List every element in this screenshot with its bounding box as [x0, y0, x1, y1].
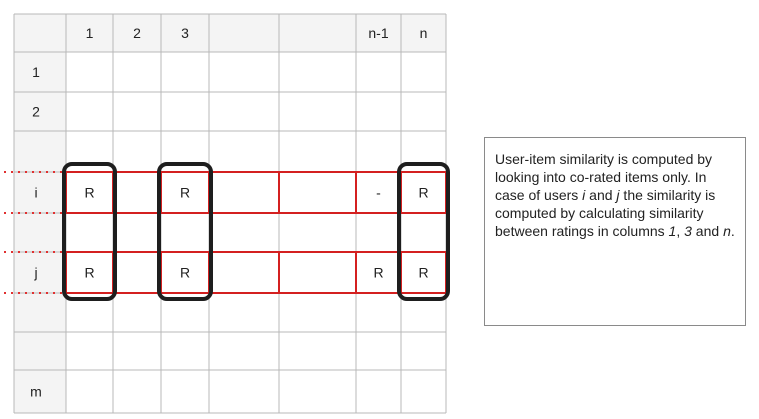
highlighted-row [65, 251, 447, 294]
highlighted-row [65, 171, 447, 214]
rating-cell-value: - [376, 185, 381, 201]
column-header-label: 1 [86, 25, 94, 41]
column-header-band [14, 14, 446, 52]
column-header-label: 3 [181, 25, 189, 41]
note-col-3: 3 [684, 223, 692, 239]
co-rated-column-outline [397, 162, 450, 301]
note-user-j: j [616, 187, 620, 203]
rating-cell-value: R [84, 265, 94, 281]
note-col-1: 1 [668, 223, 677, 239]
row-header-label: m [30, 384, 42, 400]
column-header-label: n [420, 25, 428, 41]
note-text-4: , [676, 223, 685, 239]
column-header-label: 2 [133, 25, 141, 41]
column-header-label: n-1 [368, 25, 388, 41]
rating-cell-value: R [180, 265, 190, 281]
note-text-6: . [730, 223, 735, 239]
note-text-3: the similarity is computed by calculatin… [495, 187, 716, 239]
note-user-i: i [582, 187, 586, 203]
row-header-label: 1 [32, 64, 40, 80]
rating-cell-value: R [180, 185, 190, 201]
note-text-1: User-item similarity is computed by look… [495, 151, 713, 203]
rating-cell-value: R [418, 185, 428, 201]
row-header-label: j [33, 265, 37, 281]
note-col-n: n [723, 223, 731, 239]
row-header-label: 2 [32, 104, 40, 120]
rating-cell-value: R [418, 265, 428, 281]
explanation-note: User-item similarity is computed by look… [484, 137, 746, 326]
rating-cell-value: R [84, 185, 94, 201]
co-rated-column-outline [62, 162, 117, 301]
co-rated-column-outline [157, 162, 213, 301]
note-text-5: and [691, 223, 724, 239]
rating-cell-value: R [373, 265, 383, 281]
row-header-label: i [34, 185, 37, 201]
note-text-2: and [585, 187, 617, 203]
